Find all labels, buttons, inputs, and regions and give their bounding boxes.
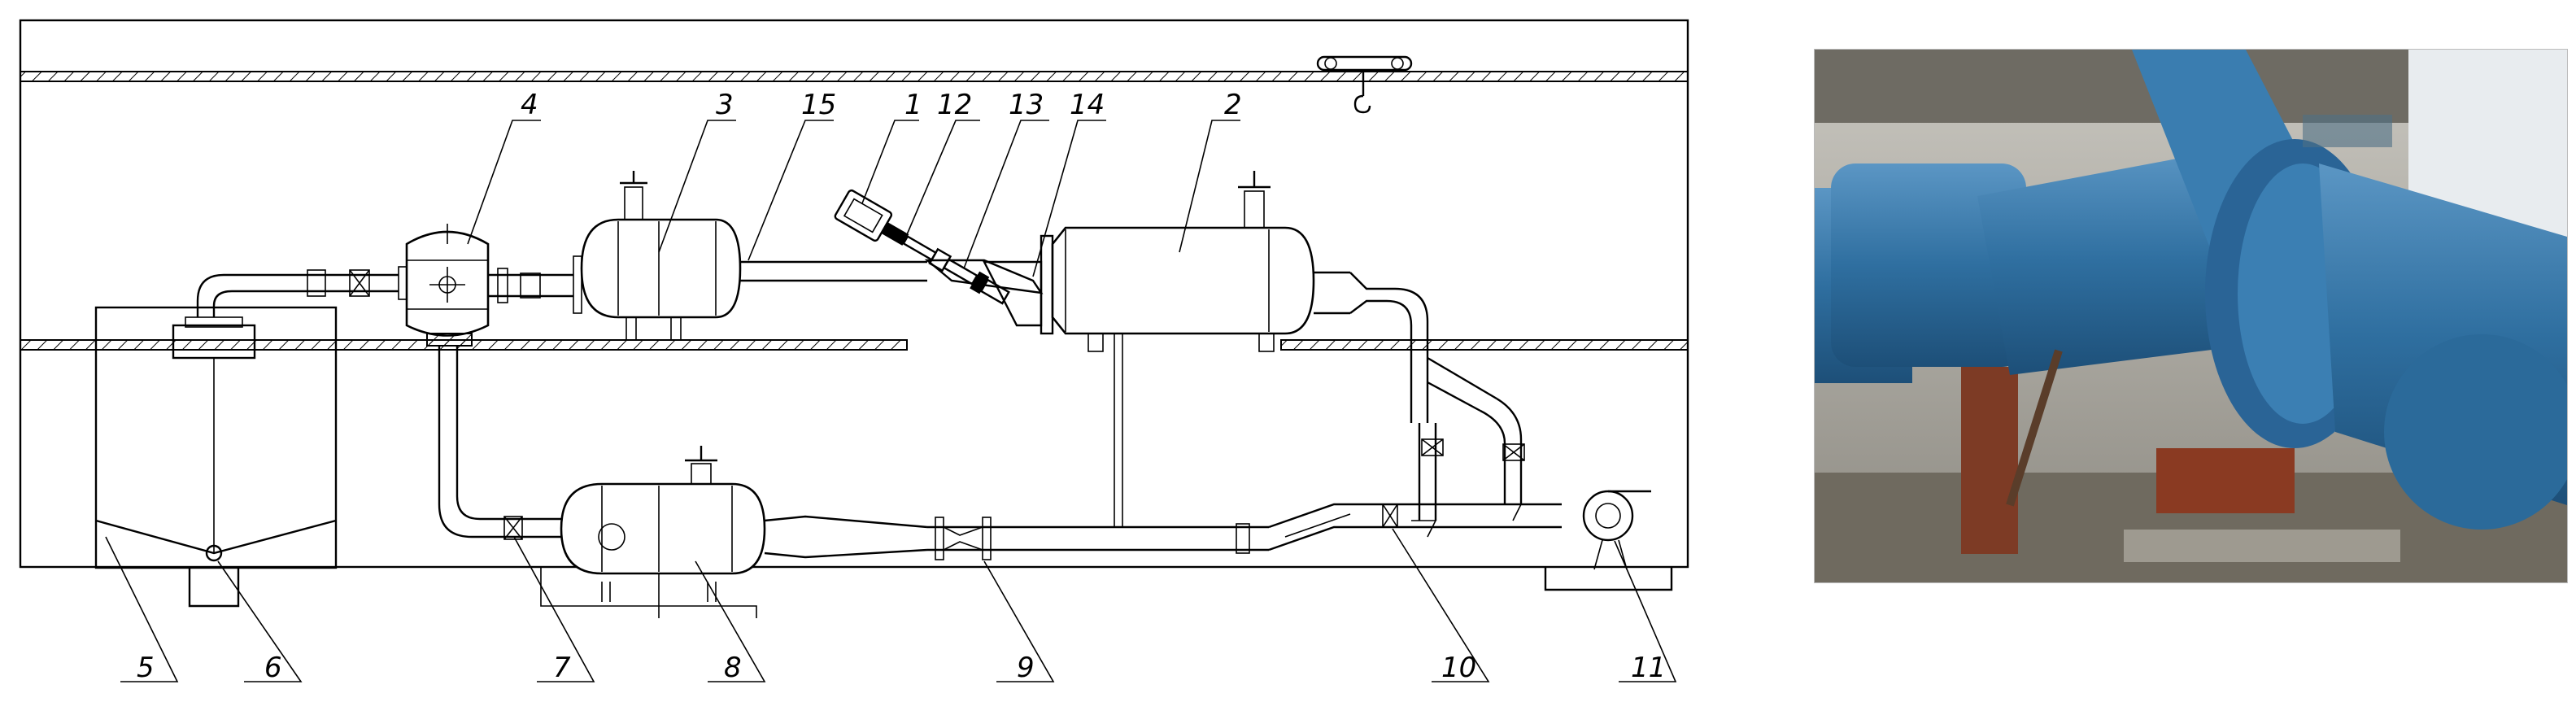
vessel-8 <box>540 446 766 618</box>
pipe-15 <box>740 260 927 282</box>
label-14: 14 <box>1070 89 1105 121</box>
label-15: 15 <box>801 89 836 121</box>
label-9: 9 <box>1017 652 1035 684</box>
crane-hook-icon <box>1316 55 1413 114</box>
label-1: 1 <box>904 89 922 121</box>
label-13: 13 <box>1009 89 1044 121</box>
junction-vessel <box>398 224 490 347</box>
label-8: 8 <box>724 652 742 684</box>
tank-outlet-pipe <box>196 269 399 317</box>
vessel-2 <box>1051 171 1315 527</box>
label-3: 3 <box>716 89 734 121</box>
label-10: 10 <box>1441 652 1476 684</box>
test-rig-schematic: 4 3 15 1 12 13 14 2 5 6 7 8 9 10 11 <box>19 19 1689 684</box>
label-4: 4 <box>521 89 538 121</box>
water-tank <box>94 306 338 608</box>
label-7: 7 <box>553 652 571 684</box>
installation-photo <box>1814 49 2568 583</box>
label-5: 5 <box>137 652 155 684</box>
riser-pipe <box>438 346 561 540</box>
pipe-2-outlet <box>1314 271 1525 538</box>
label-12: 12 <box>937 89 972 121</box>
label-2: 2 <box>1224 89 1242 121</box>
label-6: 6 <box>264 652 282 684</box>
vessel-3 <box>573 171 742 341</box>
leader-lines <box>105 120 1677 682</box>
label-11: 11 <box>1631 652 1666 684</box>
probe-assembly <box>834 189 1054 335</box>
pipe-4-to-3 <box>488 268 573 303</box>
lower-pipe <box>764 503 1562 560</box>
pump <box>1582 490 1651 570</box>
